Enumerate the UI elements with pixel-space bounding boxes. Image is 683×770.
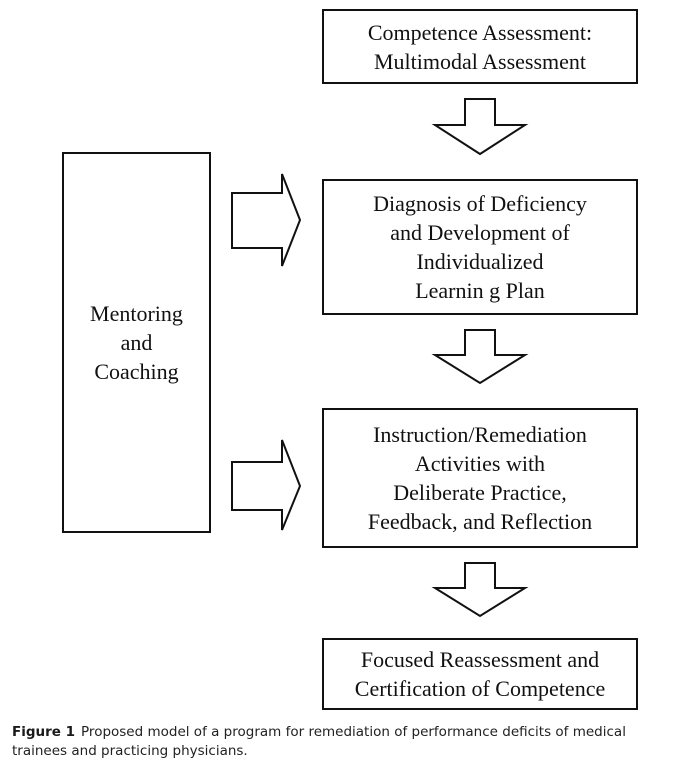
down-arrow-2	[431, 329, 529, 385]
box-text-line: and Development of	[390, 220, 570, 245]
box-text-line: Individualized	[416, 249, 544, 274]
right-arrow-1	[231, 173, 302, 267]
instruction-remediation-box: Instruction/Remediation Activities with …	[322, 408, 638, 548]
box-text-line: Competence Assessment:	[367, 19, 593, 45]
box-text-line: Learnin g Plan	[415, 278, 545, 303]
reassessment-box: Focused Reassessment and Certification o…	[322, 638, 638, 710]
box-text-line: Diagnosis of Deficiency	[373, 191, 587, 216]
flow-diagram: Competence Assessment: Multimodal Assess…	[62, 9, 638, 710]
figure-label: Figure 1	[12, 724, 76, 740]
mentoring-coaching-box: Mentoring and Coaching	[62, 152, 211, 533]
box-text-line: Deliberate Practice,	[393, 480, 567, 505]
box-text-line: Activities with	[414, 451, 546, 476]
right-arrow-2	[231, 439, 302, 531]
box-text-line: and	[120, 330, 153, 355]
diagnosis-box: Diagnosis of Deficiency and Development …	[322, 179, 638, 315]
competence-assessment-box: Competence Assessment: Multimodal Assess…	[322, 9, 638, 84]
down-arrow-1	[431, 98, 529, 156]
box-text-line: Mentoring	[90, 301, 183, 326]
box-text-line: Certification of Competence	[354, 676, 606, 701]
box-text-line: Multimodal Assessment	[373, 48, 587, 74]
box-text-line: Coaching	[94, 359, 179, 384]
caption-text: Proposed model of a program for remediat…	[12, 724, 626, 759]
down-arrow-3	[431, 562, 529, 618]
box-text-line: Feedback, and Reflection	[367, 509, 593, 534]
box-text-line: Instruction/Remediation	[373, 422, 587, 447]
box-text-line: Focused Reassessment and	[360, 647, 600, 672]
